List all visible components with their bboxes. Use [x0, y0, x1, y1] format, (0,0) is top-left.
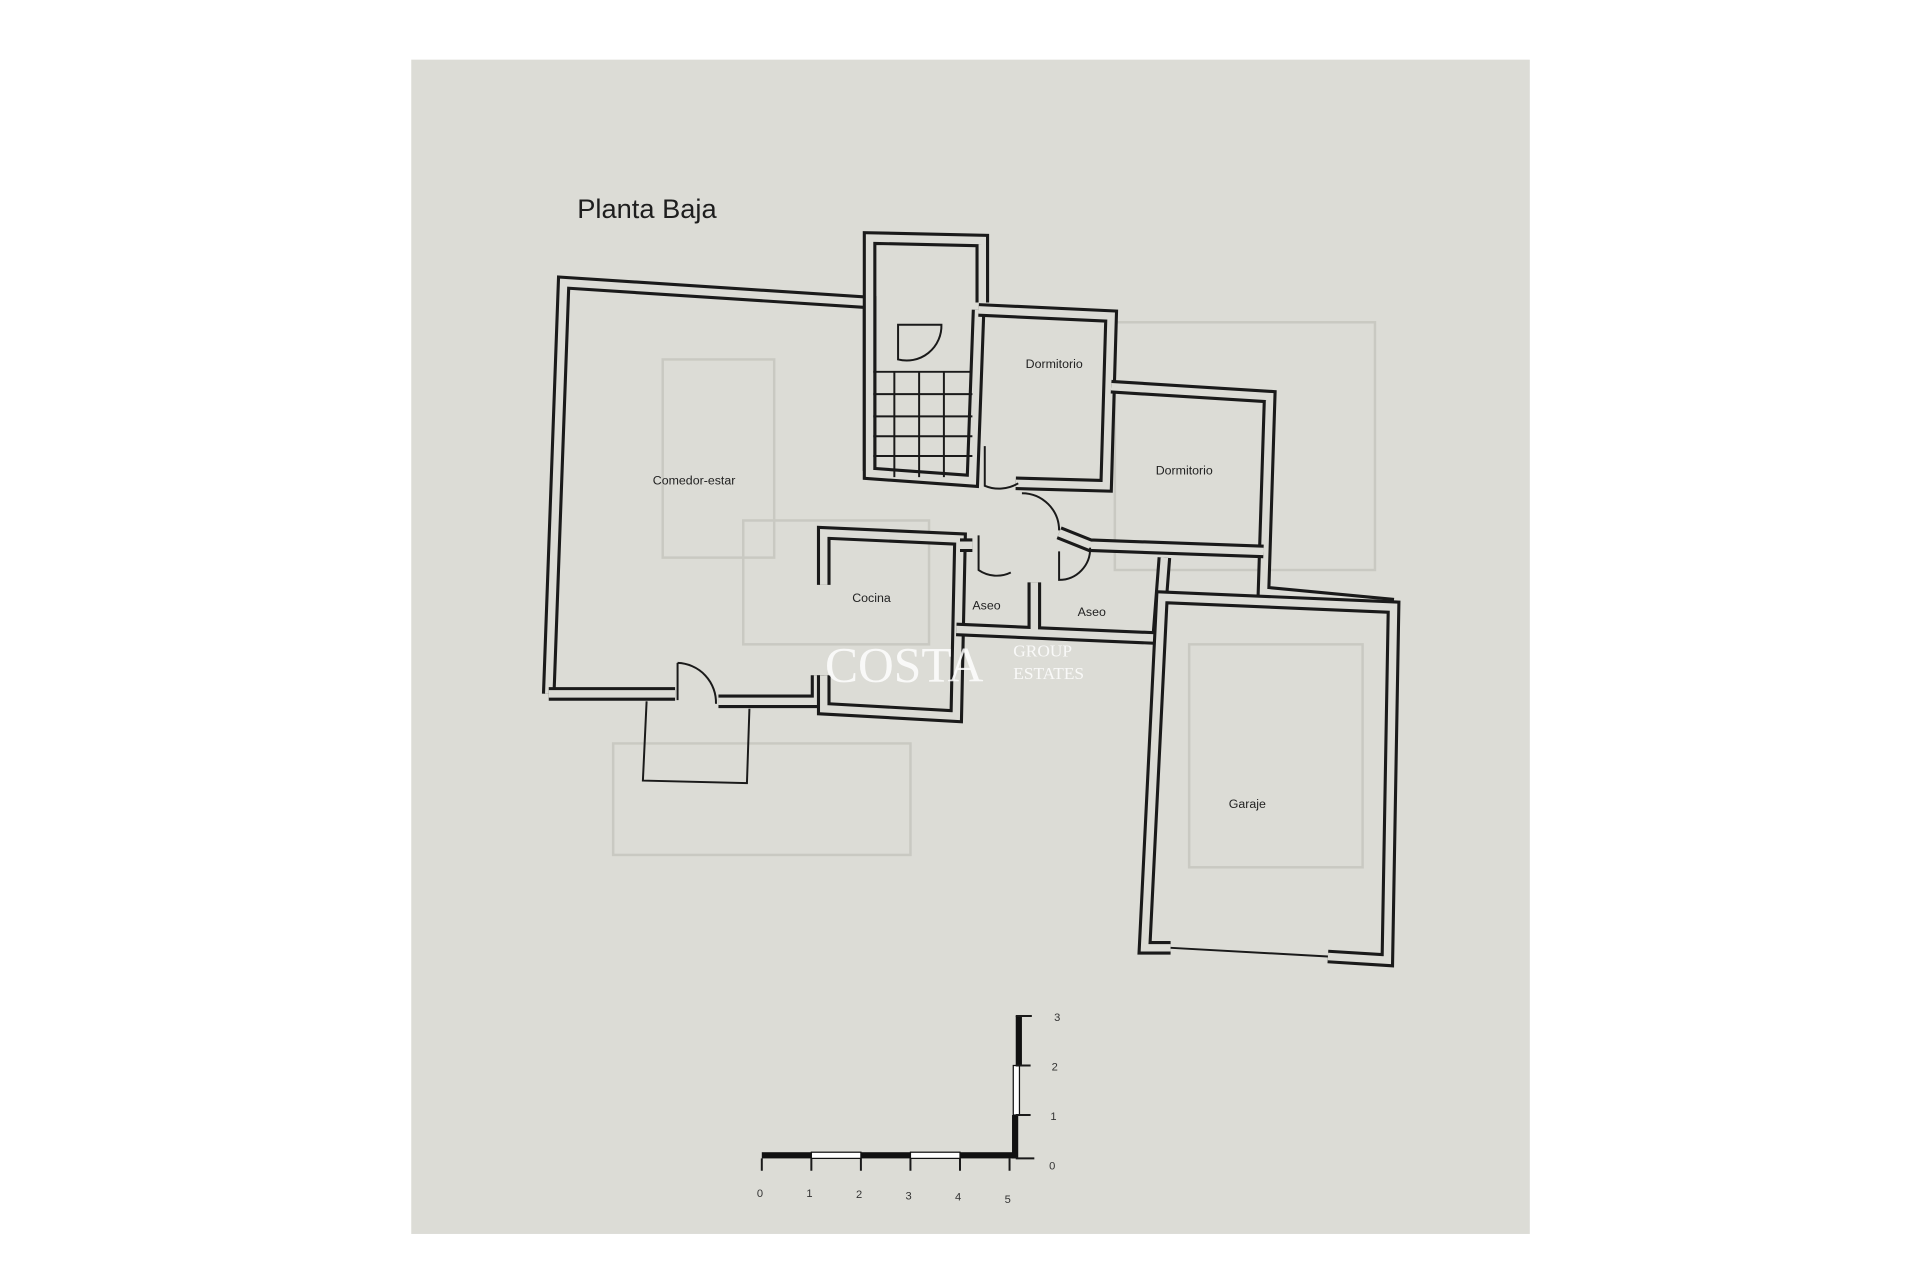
scale-tick-v-0: 0 [1049, 1161, 1055, 1173]
plan-title: Planta Baja [577, 193, 717, 224]
scale-tick-h-1: 1 [806, 1188, 812, 1200]
door-swings [676, 323, 1092, 704]
room-labels: Comedor-estar Dormitorio Dormitorio Aseo… [653, 357, 1266, 811]
scale-tick-h-5: 5 [1005, 1194, 1011, 1206]
scale-tick-v-3: 3 [1054, 1012, 1060, 1024]
room-label-dormitorio-2: Dormitorio [1156, 464, 1213, 478]
scale-tick-v-2: 2 [1052, 1061, 1058, 1073]
scale-tick-h-4: 4 [955, 1192, 961, 1204]
stairs [873, 370, 973, 478]
watermark-top: GROUP [1013, 642, 1072, 661]
scale-tick-h-3: 3 [905, 1190, 911, 1202]
walls [541, 231, 1401, 968]
scale-tick-v-1: 1 [1050, 1111, 1056, 1123]
room-label-aseo-2: Aseo [1078, 605, 1106, 619]
watermark-main: COSTA [825, 637, 984, 692]
room-label-comedor: Comedor-estar [653, 474, 736, 488]
paper-sheet [411, 59, 1530, 1234]
room-label-cocina: Cocina [852, 591, 891, 605]
watermark-logo: COSTA GROUP ESTATES [825, 637, 1084, 692]
room-label-aseo-1: Aseo [972, 599, 1000, 613]
ghost-lines [611, 321, 1377, 869]
scale-tick-h-2: 2 [856, 1189, 862, 1201]
scale-bar: 0 1 2 3 4 5 0 1 2 3 [757, 1012, 1060, 1206]
watermark-bottom: ESTATES [1013, 664, 1084, 683]
room-label-garaje: Garaje [1229, 797, 1266, 811]
room-label-dormitorio-1: Dormitorio [1026, 357, 1083, 371]
scale-tick-h-0: 0 [757, 1188, 763, 1200]
